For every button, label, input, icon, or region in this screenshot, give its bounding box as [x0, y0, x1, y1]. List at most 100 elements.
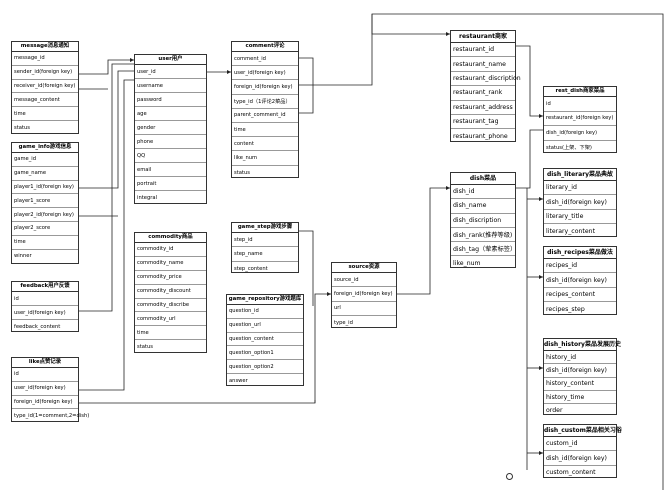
rel-message-user	[79, 59, 134, 75]
entity-title: dish_history菜品发展历史	[544, 339, 621, 351]
entity-title: dish_recipes菜品做法	[544, 247, 616, 259]
entity-field: age	[135, 107, 206, 121]
entity-field: dish_id(foreign key)	[544, 195, 616, 210]
entity-field: restaurant_discription	[451, 72, 521, 87]
arrow-comment	[227, 70, 231, 74]
entity-field: literary_content	[546, 227, 595, 235]
entity-field: email	[135, 163, 206, 177]
entity-field: answer	[229, 377, 248, 384]
entity-field: dish_name	[451, 199, 515, 214]
entity-field: parent_comment_id	[232, 109, 298, 123]
rel-like-comment	[79, 400, 316, 404]
entity-field: feedback_content	[14, 324, 61, 330]
entity-field: player1_score	[12, 194, 78, 209]
entity-field: foreign_id(foreign key)	[332, 287, 396, 302]
entity-field: id	[544, 97, 616, 112]
entity-field: dish_rank(推荐等级)	[451, 228, 515, 243]
entity-field: player2_id(foreign key)	[12, 208, 78, 222]
entity-field: question_option1	[227, 346, 303, 361]
entity-field: message_content	[12, 93, 78, 108]
entity-field: question_content	[227, 333, 303, 347]
entity-field: question_url	[227, 319, 303, 333]
entity-field: dish_discription	[451, 214, 515, 228]
entity-title: source资源	[332, 263, 396, 273]
entity-field: step_id	[232, 233, 298, 248]
entity-field: sender_id(foreign key)	[12, 66, 78, 80]
entity-title: feedback用户反馈	[12, 282, 78, 292]
entity-field: dish_id(foreign key)	[544, 364, 616, 378]
rel-source-dish	[397, 187, 450, 295]
entity-field: restaurant_name	[451, 57, 515, 72]
entity-field: restaurant_id	[451, 43, 515, 58]
entity-field: question_option2	[227, 360, 303, 374]
entity-field: restaurant_phone	[453, 133, 508, 141]
entity-title: rest_dish商家菜品	[544, 87, 616, 97]
entity-field: commodity_id	[135, 243, 206, 257]
entity-field: gender	[135, 121, 206, 135]
rel-comment-self	[299, 57, 314, 114]
entity-field: source_id	[332, 273, 396, 288]
entity-field: history_id	[544, 351, 616, 365]
entity-field: status	[14, 124, 30, 131]
entity-field: literary_id	[544, 181, 616, 196]
arrow-recipes	[539, 275, 543, 279]
entity-field: foreign_id(foreign key)	[232, 80, 298, 95]
entity-field: id	[12, 368, 78, 382]
entity-field: restaurant_rank	[451, 86, 515, 101]
entity-field: player1_id(foreign key)	[12, 181, 78, 195]
entity-title: dish_literary菜品典故	[544, 169, 616, 181]
entity-field: dish_tag（荤素标签）	[451, 242, 516, 257]
arrow-user	[130, 58, 134, 62]
rel-feedback-user	[79, 63, 134, 312]
entity-field: message_id	[12, 52, 78, 66]
entity-field: status	[137, 344, 153, 351]
rel-source-like	[314, 293, 331, 403]
rel-restdish-dish	[516, 129, 543, 189]
arrow-literary	[539, 197, 543, 201]
rel-top-line	[371, 14, 450, 35]
entity-title: dish菜品	[451, 173, 515, 185]
entity-field: step_content	[234, 265, 268, 272]
entity-field: url	[332, 302, 396, 316]
entity-field: portrait	[135, 177, 206, 191]
entity-field: comment_id	[232, 52, 298, 67]
arrow-history	[539, 366, 543, 370]
entity-field: commodity_name	[135, 257, 206, 271]
entity-field: game_name	[12, 167, 78, 181]
entity-field: password	[135, 93, 206, 107]
entity-field: status(上架、下架)	[546, 145, 592, 152]
entity-field: status	[234, 169, 250, 176]
resize-handle[interactable]	[506, 473, 513, 480]
entity-field: like_num	[232, 151, 298, 166]
entity-field: like_num	[453, 260, 481, 268]
entity-field: dish_id	[451, 185, 515, 200]
entity-title: game_repository游戏题库	[227, 295, 303, 305]
entity-field: recipes_content	[544, 288, 616, 303]
entity-field: history_content	[544, 378, 616, 391]
entity-field: user_id(foreign key)	[12, 306, 78, 320]
entity-field: step_name	[232, 247, 298, 262]
entity-field: literary_title	[544, 210, 616, 225]
entity-title: comment评论	[232, 42, 298, 52]
entity-title: game_info游戏信息	[12, 143, 78, 153]
entity-field: recipes_id	[544, 259, 616, 274]
entity-field: dish_id(foreign key)	[544, 451, 616, 466]
entity-field: type_id	[334, 320, 353, 327]
entity-title: commodity商品	[135, 233, 206, 243]
entity-field: time	[12, 107, 78, 121]
entity-field: recipes_step	[546, 305, 585, 313]
entity-field: QQ	[135, 149, 206, 163]
entity-field: id	[12, 292, 78, 306]
arrow-dish	[446, 186, 450, 190]
